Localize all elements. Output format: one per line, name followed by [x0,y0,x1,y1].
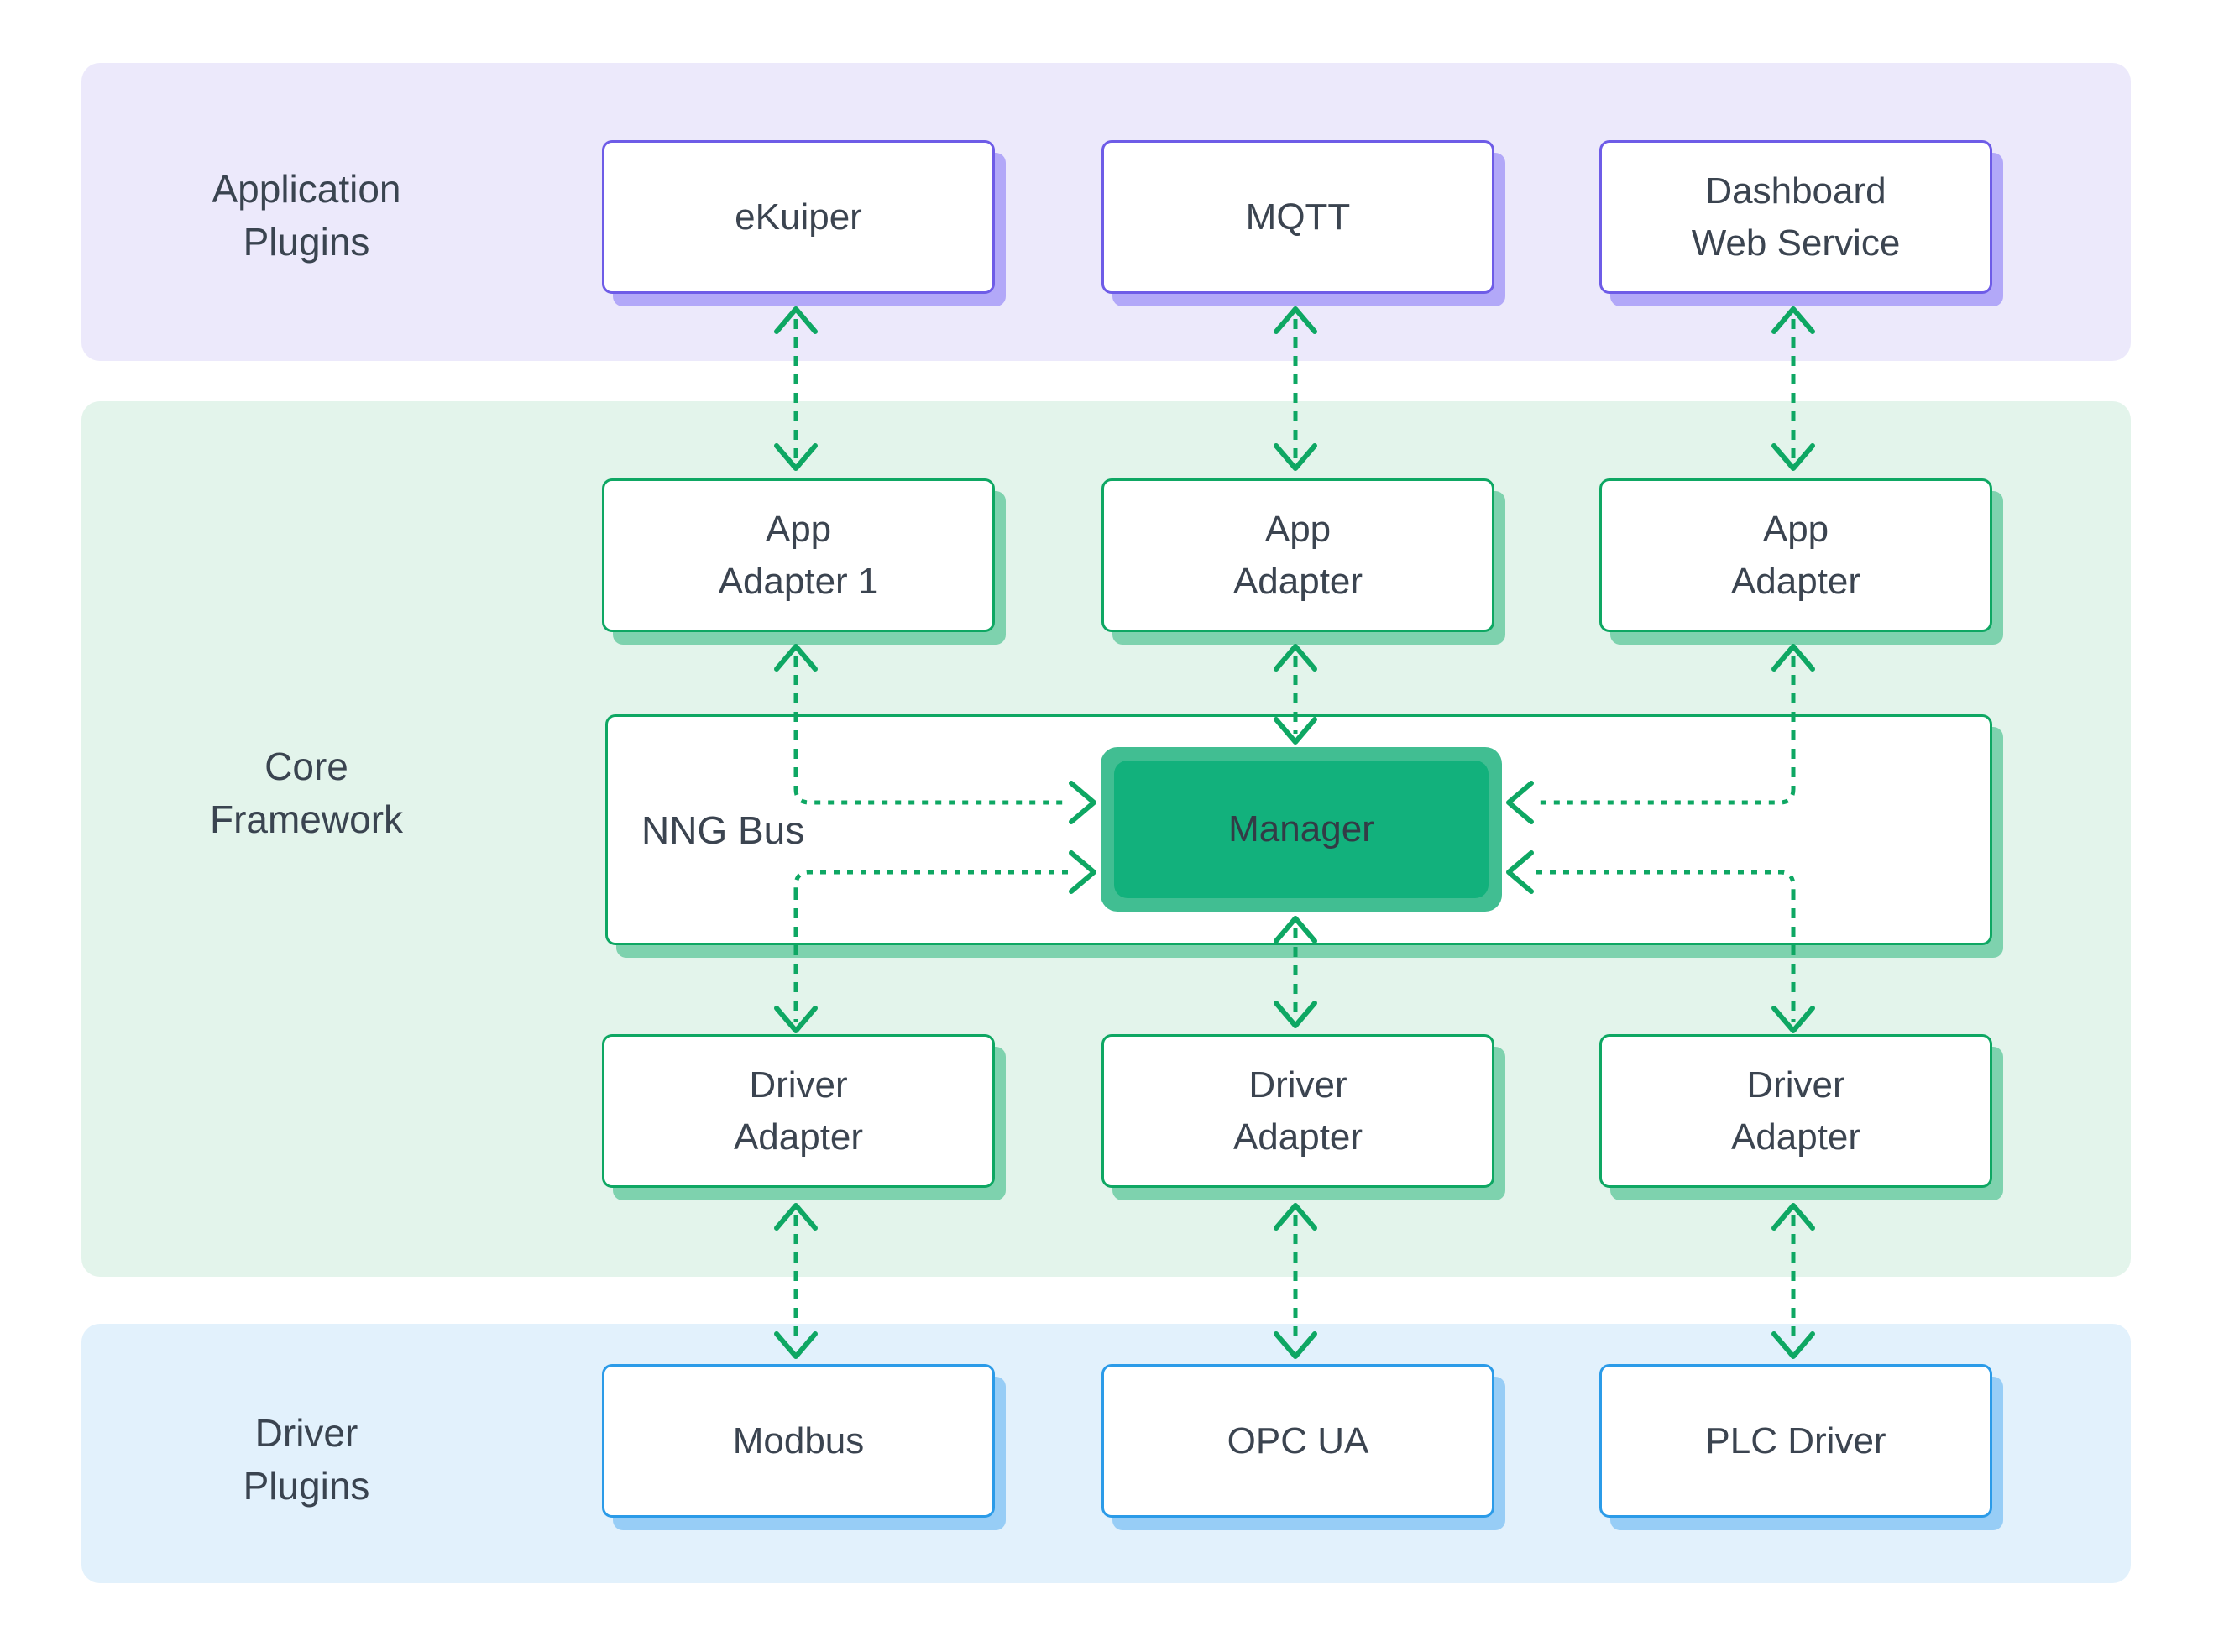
box-driver-adapter-2: Driver Adapter [1101,1034,1494,1188]
box-opc-ua: OPC UA [1101,1364,1494,1518]
band-label-application-plugins: Application Plugins [80,163,533,269]
box-modbus: Modbus [602,1364,995,1518]
box-driver-adapter-3: Driver Adapter [1599,1034,1992,1188]
box-label: Modbus [732,1419,865,1461]
box-label: Adapter [1232,1116,1363,1158]
box-label: MQTT [1245,196,1351,238]
box-ekuiper: eKuiper [602,140,995,294]
manager-box: Manager [1114,761,1489,898]
box-label: OPC UA [1227,1419,1369,1461]
box-plc-driver: PLC Driver [1599,1364,1992,1518]
box-app-adapter-2: App Adapter [1101,478,1494,632]
box-label: Driver [749,1064,848,1106]
band-label-line: Application [212,167,401,211]
box-label: Driver [1746,1064,1845,1106]
box-dashboard-web-service: Dashboard Web Service [1599,140,1992,294]
box-label: PLC Driver [1705,1419,1886,1461]
band-label-core-framework: Core Framework [80,740,533,846]
band-label-driver-plugins: Driver Plugins [80,1407,533,1513]
band-label-line: Plugins [243,1464,370,1508]
box-driver-adapter-1: Driver Adapter [602,1034,995,1188]
box-label: Adapter 1 [718,560,879,602]
box-mqtt: MQTT [1101,140,1494,294]
box-label: eKuiper [735,196,862,238]
box-label: Driver [1248,1064,1347,1106]
band-label-line: Driver [254,1411,358,1455]
band-label-line: Plugins [243,220,370,264]
box-label: App [765,508,832,550]
box-label: Adapter [1730,1116,1861,1158]
band-label-line: Framework [209,797,404,841]
box-label: App [1264,508,1332,550]
box-label: Dashboard [1705,170,1886,212]
band-label-line: Core [264,745,348,788]
box-app-adapter-1: App Adapter 1 [602,478,995,632]
box-label: Adapter [1232,560,1363,602]
box-label: Web Service [1691,222,1901,264]
box-app-adapter-3: App Adapter [1599,478,1992,632]
box-label: Adapter [1730,560,1861,602]
box-label: App [1762,508,1829,550]
nng-bus-label: NNG Bus [641,808,805,852]
box-label: Adapter [733,1116,864,1158]
